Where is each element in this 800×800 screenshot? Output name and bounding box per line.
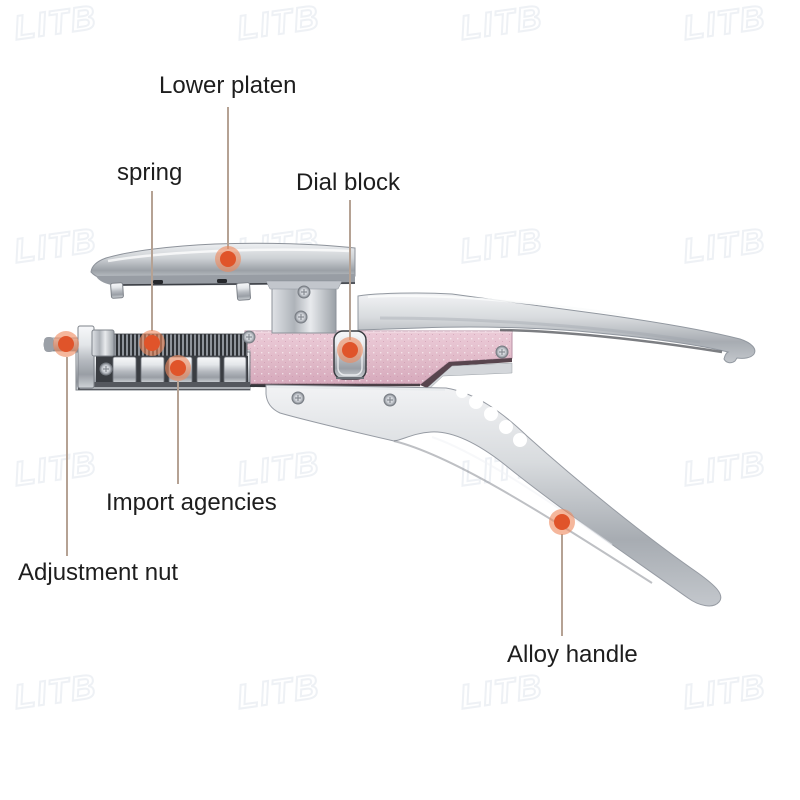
upper-handle-part [357,292,756,364]
marker-spring [139,330,165,356]
leader-line-lower-platen [227,107,229,249]
marker-adjustment-nut [53,331,79,357]
lower-handle-part [249,384,722,607]
marker-import-agencies [165,355,191,381]
label-dial-block: Dial block [296,169,401,196]
label-import-agencies: Import agencies [106,489,277,516]
leader-line-alloy-handle [561,534,563,636]
marker-lower-platen [215,246,241,272]
rail-assembly-part [43,325,251,391]
leader-line-import-agencies [177,381,179,484]
marker-dial-block [337,337,363,363]
marker-alloy-handle [549,509,575,535]
leader-line-spring [151,191,153,331]
dial-housing-part [244,330,513,391]
label-spring: spring [117,159,183,186]
label-alloy-handle: Alloy handle [507,641,638,668]
bracket-part [265,280,343,334]
label-adjustment-nut: Adjustment nut [18,559,179,586]
leader-line-dial-block [349,200,351,340]
leader-line-adjustment-nut [66,357,68,556]
label-lower-platen: Lower platen [159,72,297,99]
